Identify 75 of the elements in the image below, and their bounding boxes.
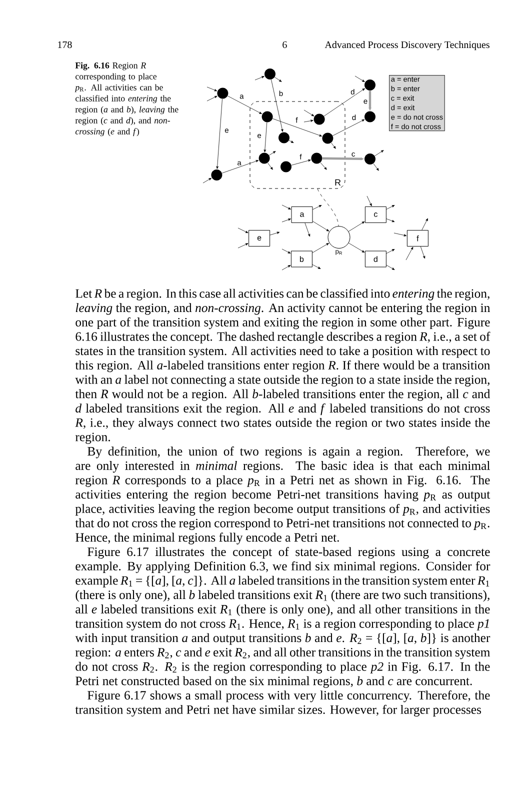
arrow: [366, 196, 372, 206]
state-dot: [364, 154, 376, 164]
arrow: [304, 222, 310, 237]
arrow: [354, 76, 365, 82]
state-dot: [258, 152, 270, 164]
arrow: [332, 119, 365, 136]
arrow: [348, 221, 365, 232]
arrow: [422, 218, 428, 230]
arrow: [373, 163, 379, 171]
arrow: [228, 96, 262, 114]
arrow: [268, 151, 276, 156]
transition-box: e: [248, 230, 270, 247]
arrow: [288, 140, 294, 143]
arrow: [274, 76, 282, 82]
body-paragraph: Let R be a region. In this case all activities can be classified into entering the region, leaving the region, and non-crossing. An activity cannot be entering the region in one part of the transition system and exiting the region in some other part. Figure 6.16 illustrates the concept. The dashed rectangle describes a region R, i.e., a set of states in the transition system. All activities need to take a position with respect to this region. All a-labeled transitions enter region R. If there would be a transition with an a label not connecting a state outside the region to a state inside the region, then R would not be a region. All b-labeled transitions enter the region, all c and d labeled transitions exit the region. All e and f labeled transitions do not cross R, i.e., they always connect two states outside the region or two states inside the region.: [75, 288, 490, 444]
chapter-number: 6: [282, 41, 287, 48]
transition-box: b: [290, 250, 312, 268]
arrow: [304, 110, 314, 116]
figure-caption: Fig. 6.16 Region R corresponding to place p$_{R}$. All activities can be classified into entering the region (a and b), leaving the region (c and d), and non-crossing (e and f): [74, 62, 178, 136]
arrow: [331, 142, 336, 149]
arrow: [348, 242, 365, 253]
state-dot: [364, 80, 376, 90]
state-dot: [314, 114, 325, 125]
connector: [317, 188, 339, 226]
state-dot: [280, 161, 292, 172]
arrow: [394, 232, 407, 236]
arrow: [374, 150, 384, 156]
arrow: [272, 118, 322, 136]
state-dot: [217, 88, 228, 99]
state-dot: [264, 68, 276, 80]
state-dot: [364, 111, 376, 122]
transition-box: d: [364, 250, 386, 268]
arrow: [312, 221, 330, 232]
arrow: [238, 228, 248, 234]
arrow: [282, 218, 291, 222]
state-dot: [311, 152, 322, 164]
arrow: [264, 122, 268, 152]
transition-box: c: [364, 206, 386, 223]
arrow: [271, 79, 284, 132]
arrow: [282, 265, 291, 270]
running-head: Advanced Process Discovery Techniques: [324, 41, 490, 50]
arrow: [238, 243, 248, 248]
arrow: [216, 98, 222, 169]
arrow: [312, 205, 322, 210]
arrow: [406, 246, 414, 260]
arrow: [420, 246, 426, 259]
arrow: [282, 204, 291, 210]
transition-box: f: [406, 230, 428, 247]
state-dot: [262, 111, 273, 122]
page-number: 178: [58, 41, 72, 48]
arrow: [202, 178, 212, 184]
state-dot: [322, 132, 334, 144]
arrow: [270, 232, 280, 236]
arrow: [320, 162, 327, 170]
arrow: [312, 243, 329, 253]
transition-box: a: [291, 206, 313, 223]
arrow: [304, 120, 314, 122]
arrow: [206, 96, 218, 102]
arrow: [222, 160, 259, 174]
arrow: [291, 159, 311, 166]
arrow: [324, 88, 366, 116]
arrow: [386, 218, 395, 222]
arrow: [386, 264, 395, 270]
arrow: [312, 264, 321, 269]
state-dot: [211, 170, 222, 180]
arrow: [386, 249, 395, 254]
arrow: [206, 86, 218, 92]
arrow: [386, 205, 395, 210]
state-dot: [278, 132, 290, 144]
body-paragraph: Figure 6.17 shows a small process with very little concurrency. Therefore, the transition system and Petri net have similar sizes. However, for larger processes: [75, 690, 490, 717]
body-paragraph: Figure 6.17 illustrates the concept of state-based regions using a concrete example. By applying Definition 6.3, we find six minimal regions. Consider for example R$_{1}$ = {[a], [a, c]}. All a labeled transitions in the transition system enter R$_{1}$ (there is only one), all b labeled transitions exit R$_{1}$ (there are two such transitions), all e labeled transitions exit R$_{1}$ (there is only one), and all other transitions in the transition system do not cross R$_{1}$. Hence, R$_{1}$ is a region corresponding to place p1 with input transition a and output transitions b and e. R$_{2}$ = {[a], [a, b]} is another region: a enters R$_{2}$, c and e exit R$_{2}$, and all other transitions in the transition system do not cross R$_{2}$. R$_{2}$ is the region corresponding to place p2 in Fig. 6.17. In the Petri net constructed based on the six minimal regions, b and c are concurrent.: [75, 547, 490, 688]
body-paragraph: By definition, the union of two regions is again a region. Therefore, we are only interested in minimal regions. The basic idea is that each minimal region R corresponds to a place p$_{R}$ in a Petri net as shown in Fig. 6.16. The activities entering the region become Petri-net transitions having p$_{R}$ as output place, activities leaving the region become output transitions of p$_{R}$, and activities that do not cross the region correspond to Petri-net transitions not connected to p$_{R}$. Hence, the minimal regions fully encode a Petri net.: [75, 446, 490, 544]
arrow: [282, 248, 291, 254]
arrow: [254, 76, 264, 80]
arrow: [268, 162, 273, 170]
